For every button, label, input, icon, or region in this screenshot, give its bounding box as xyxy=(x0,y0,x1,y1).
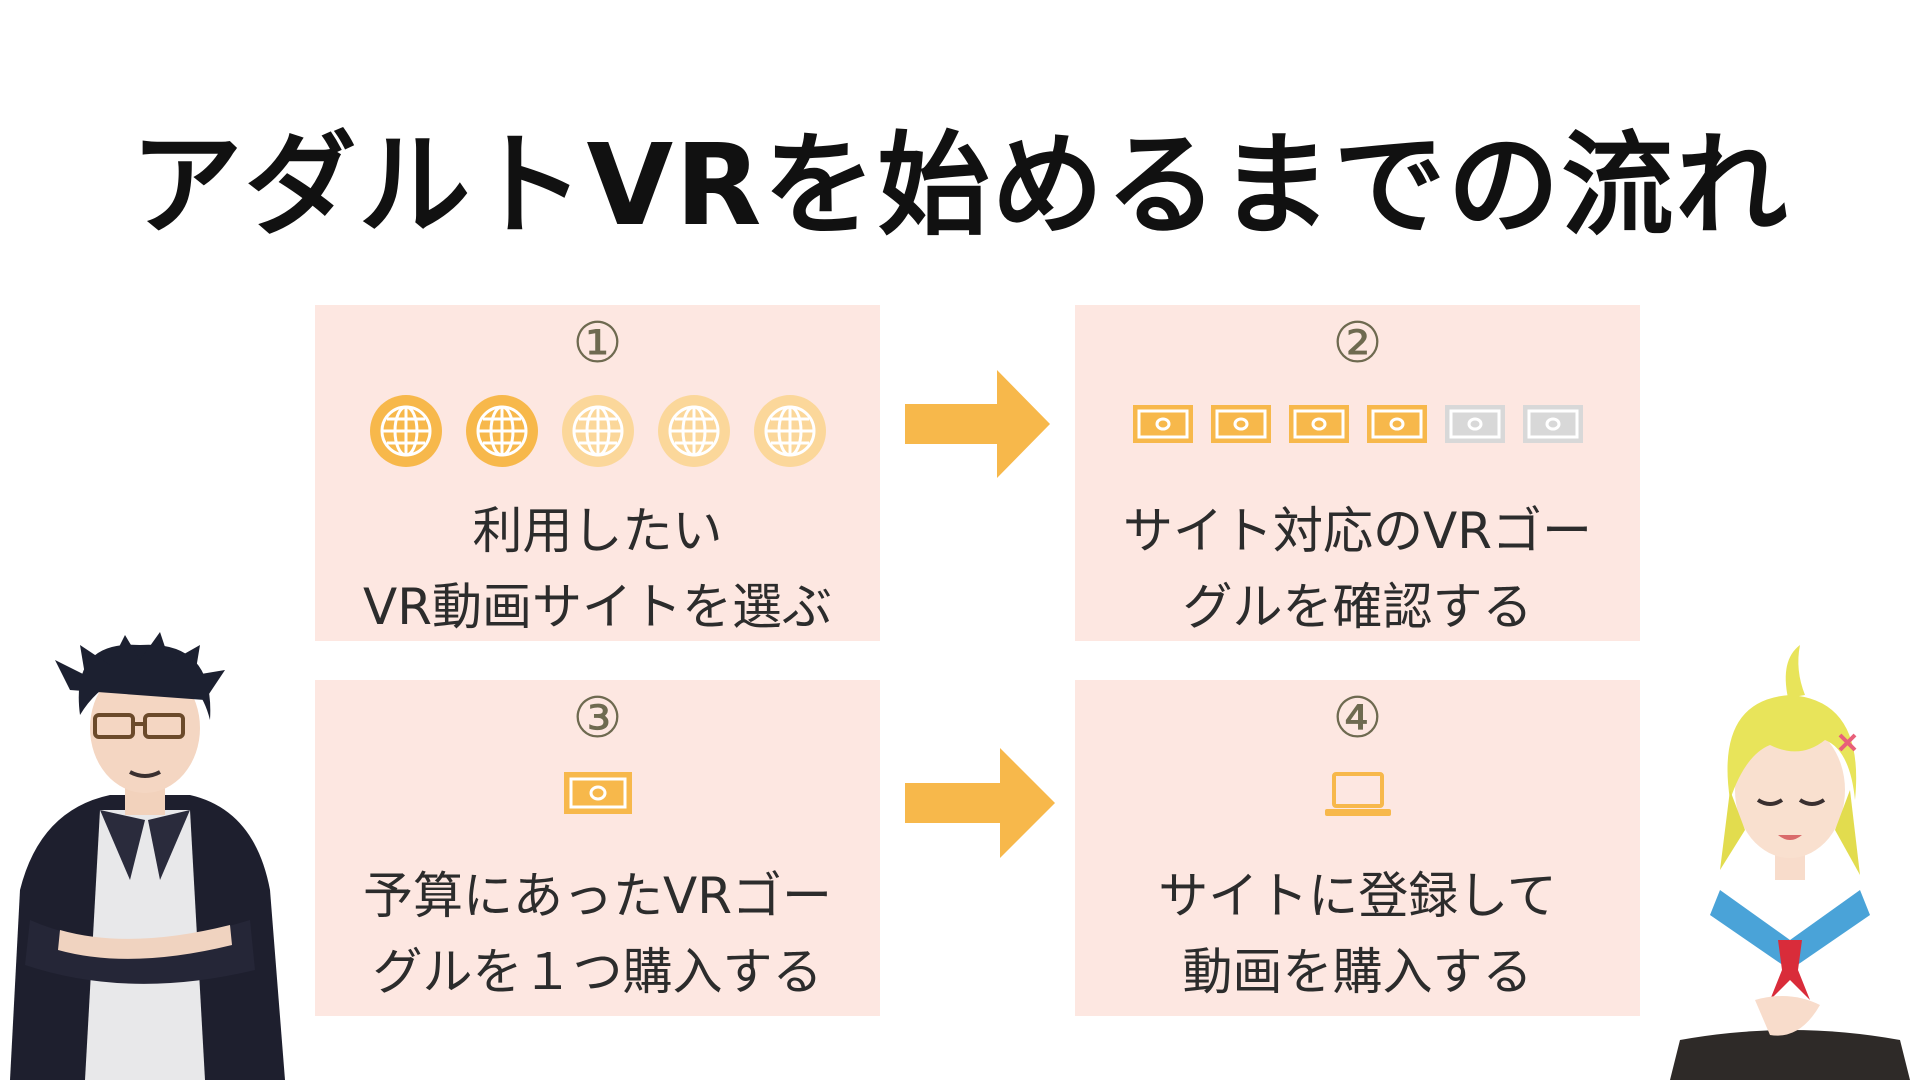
step-text: 予算にあったVRゴー グルを１つ購入する xyxy=(315,858,880,1010)
step-number: ③ xyxy=(572,686,623,751)
step-number: ① xyxy=(572,311,623,376)
step-card-3: ③ 予算にあったVRゴー グルを１つ購入する xyxy=(315,680,880,1016)
globe-icon xyxy=(657,395,730,467)
banknote-rating xyxy=(1075,405,1640,443)
globe-icon xyxy=(465,395,538,467)
globe-rating xyxy=(315,393,880,469)
step-text: サイト対応のVRゴー グルを確認する xyxy=(1075,493,1640,645)
step-text-line2: グルを確認する xyxy=(1182,578,1533,636)
banknote-rating xyxy=(315,772,880,814)
banknote-icon xyxy=(563,772,632,814)
arrow-right-icon xyxy=(905,748,1055,858)
step-card-4: ④ サイトに登録して 動画を購入する xyxy=(1075,680,1640,1016)
step-number: ② xyxy=(1332,311,1383,376)
step-text-line1: サイト対応のVRゴー xyxy=(1123,502,1592,560)
step-number: ④ xyxy=(1332,686,1383,751)
globe-icon xyxy=(753,395,826,467)
male-character-illustration xyxy=(10,632,285,1080)
step-text-line2: 動画を購入する xyxy=(1182,943,1533,1001)
step-card-1: ① 利用したい VR動画サイトを選ぶ xyxy=(315,305,880,641)
banknote-icon xyxy=(1522,405,1583,443)
arrow-right-icon xyxy=(905,370,1050,478)
step-text-line1: 利用したい xyxy=(472,502,723,560)
banknote-icon xyxy=(1210,405,1271,443)
female-character-illustration xyxy=(1670,645,1910,1080)
globe-icon xyxy=(369,395,442,467)
step-text-line2: VR動画サイトを選ぶ xyxy=(363,578,832,636)
step-text-line1: 予算にあったVRゴー xyxy=(363,867,832,925)
page-title: アダルトVRを始めるまでの流れ xyxy=(130,121,1790,251)
globe-icon xyxy=(561,395,634,467)
banknote-icon xyxy=(1288,405,1349,443)
banknote-icon xyxy=(1366,405,1427,443)
step-text: サイトに登録して 動画を購入する xyxy=(1075,858,1640,1010)
laptop-icon xyxy=(1324,772,1391,816)
banknote-icon xyxy=(1132,405,1193,443)
step-card-2: ② サイト対応のVRゴー グルを確認する xyxy=(1075,305,1640,641)
step-text: 利用したい VR動画サイトを選ぶ xyxy=(315,493,880,645)
laptop-rating xyxy=(1075,772,1640,818)
banknote-icon xyxy=(1444,405,1505,443)
step-text-line2: グルを１つ購入する xyxy=(372,943,823,1001)
step-text-line1: サイトに登録して xyxy=(1158,867,1557,925)
